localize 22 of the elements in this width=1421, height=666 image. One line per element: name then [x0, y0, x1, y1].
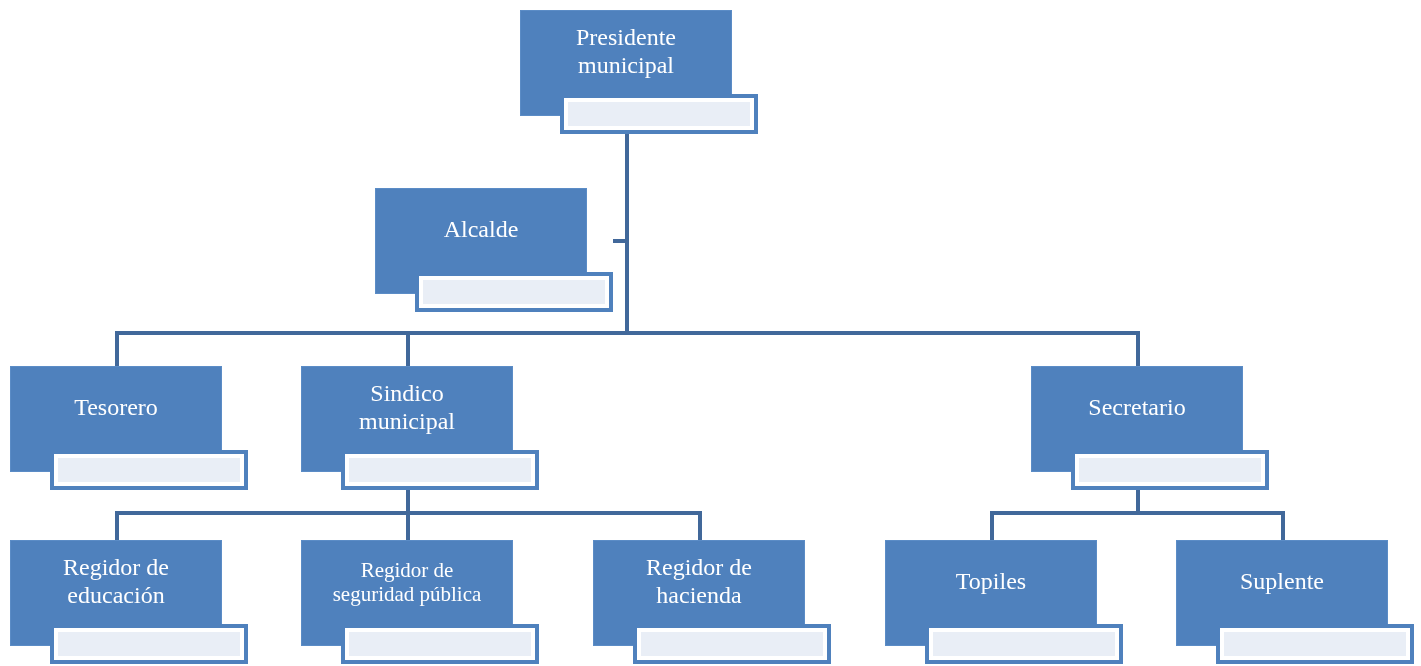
position-title: Presidente municipal	[575, 24, 677, 80]
position-card	[520, 10, 758, 134]
position-card	[1176, 540, 1414, 664]
position-card	[1031, 366, 1269, 490]
position-card	[593, 540, 831, 664]
position-title: Topiles	[955, 568, 1027, 596]
position-card	[885, 540, 1123, 664]
connector-line	[406, 490, 702, 540]
position-title: Tesorero	[74, 394, 158, 422]
position-card	[10, 540, 248, 664]
position-title: Secretario	[1088, 394, 1186, 422]
position-card	[301, 366, 539, 490]
position-card	[375, 188, 613, 312]
position-title: Regidor de hacienda	[645, 554, 753, 610]
position-title: Alcalde	[443, 216, 519, 244]
position-card	[10, 366, 248, 490]
position-title: Regidor de seguridad pública	[331, 557, 483, 607]
position-card	[301, 540, 539, 664]
connector-line	[1136, 490, 1285, 540]
position-title: Suplente	[1240, 568, 1324, 596]
position-title: Regidor de educación	[62, 554, 170, 610]
position-title: Sindico municipal	[358, 380, 456, 436]
